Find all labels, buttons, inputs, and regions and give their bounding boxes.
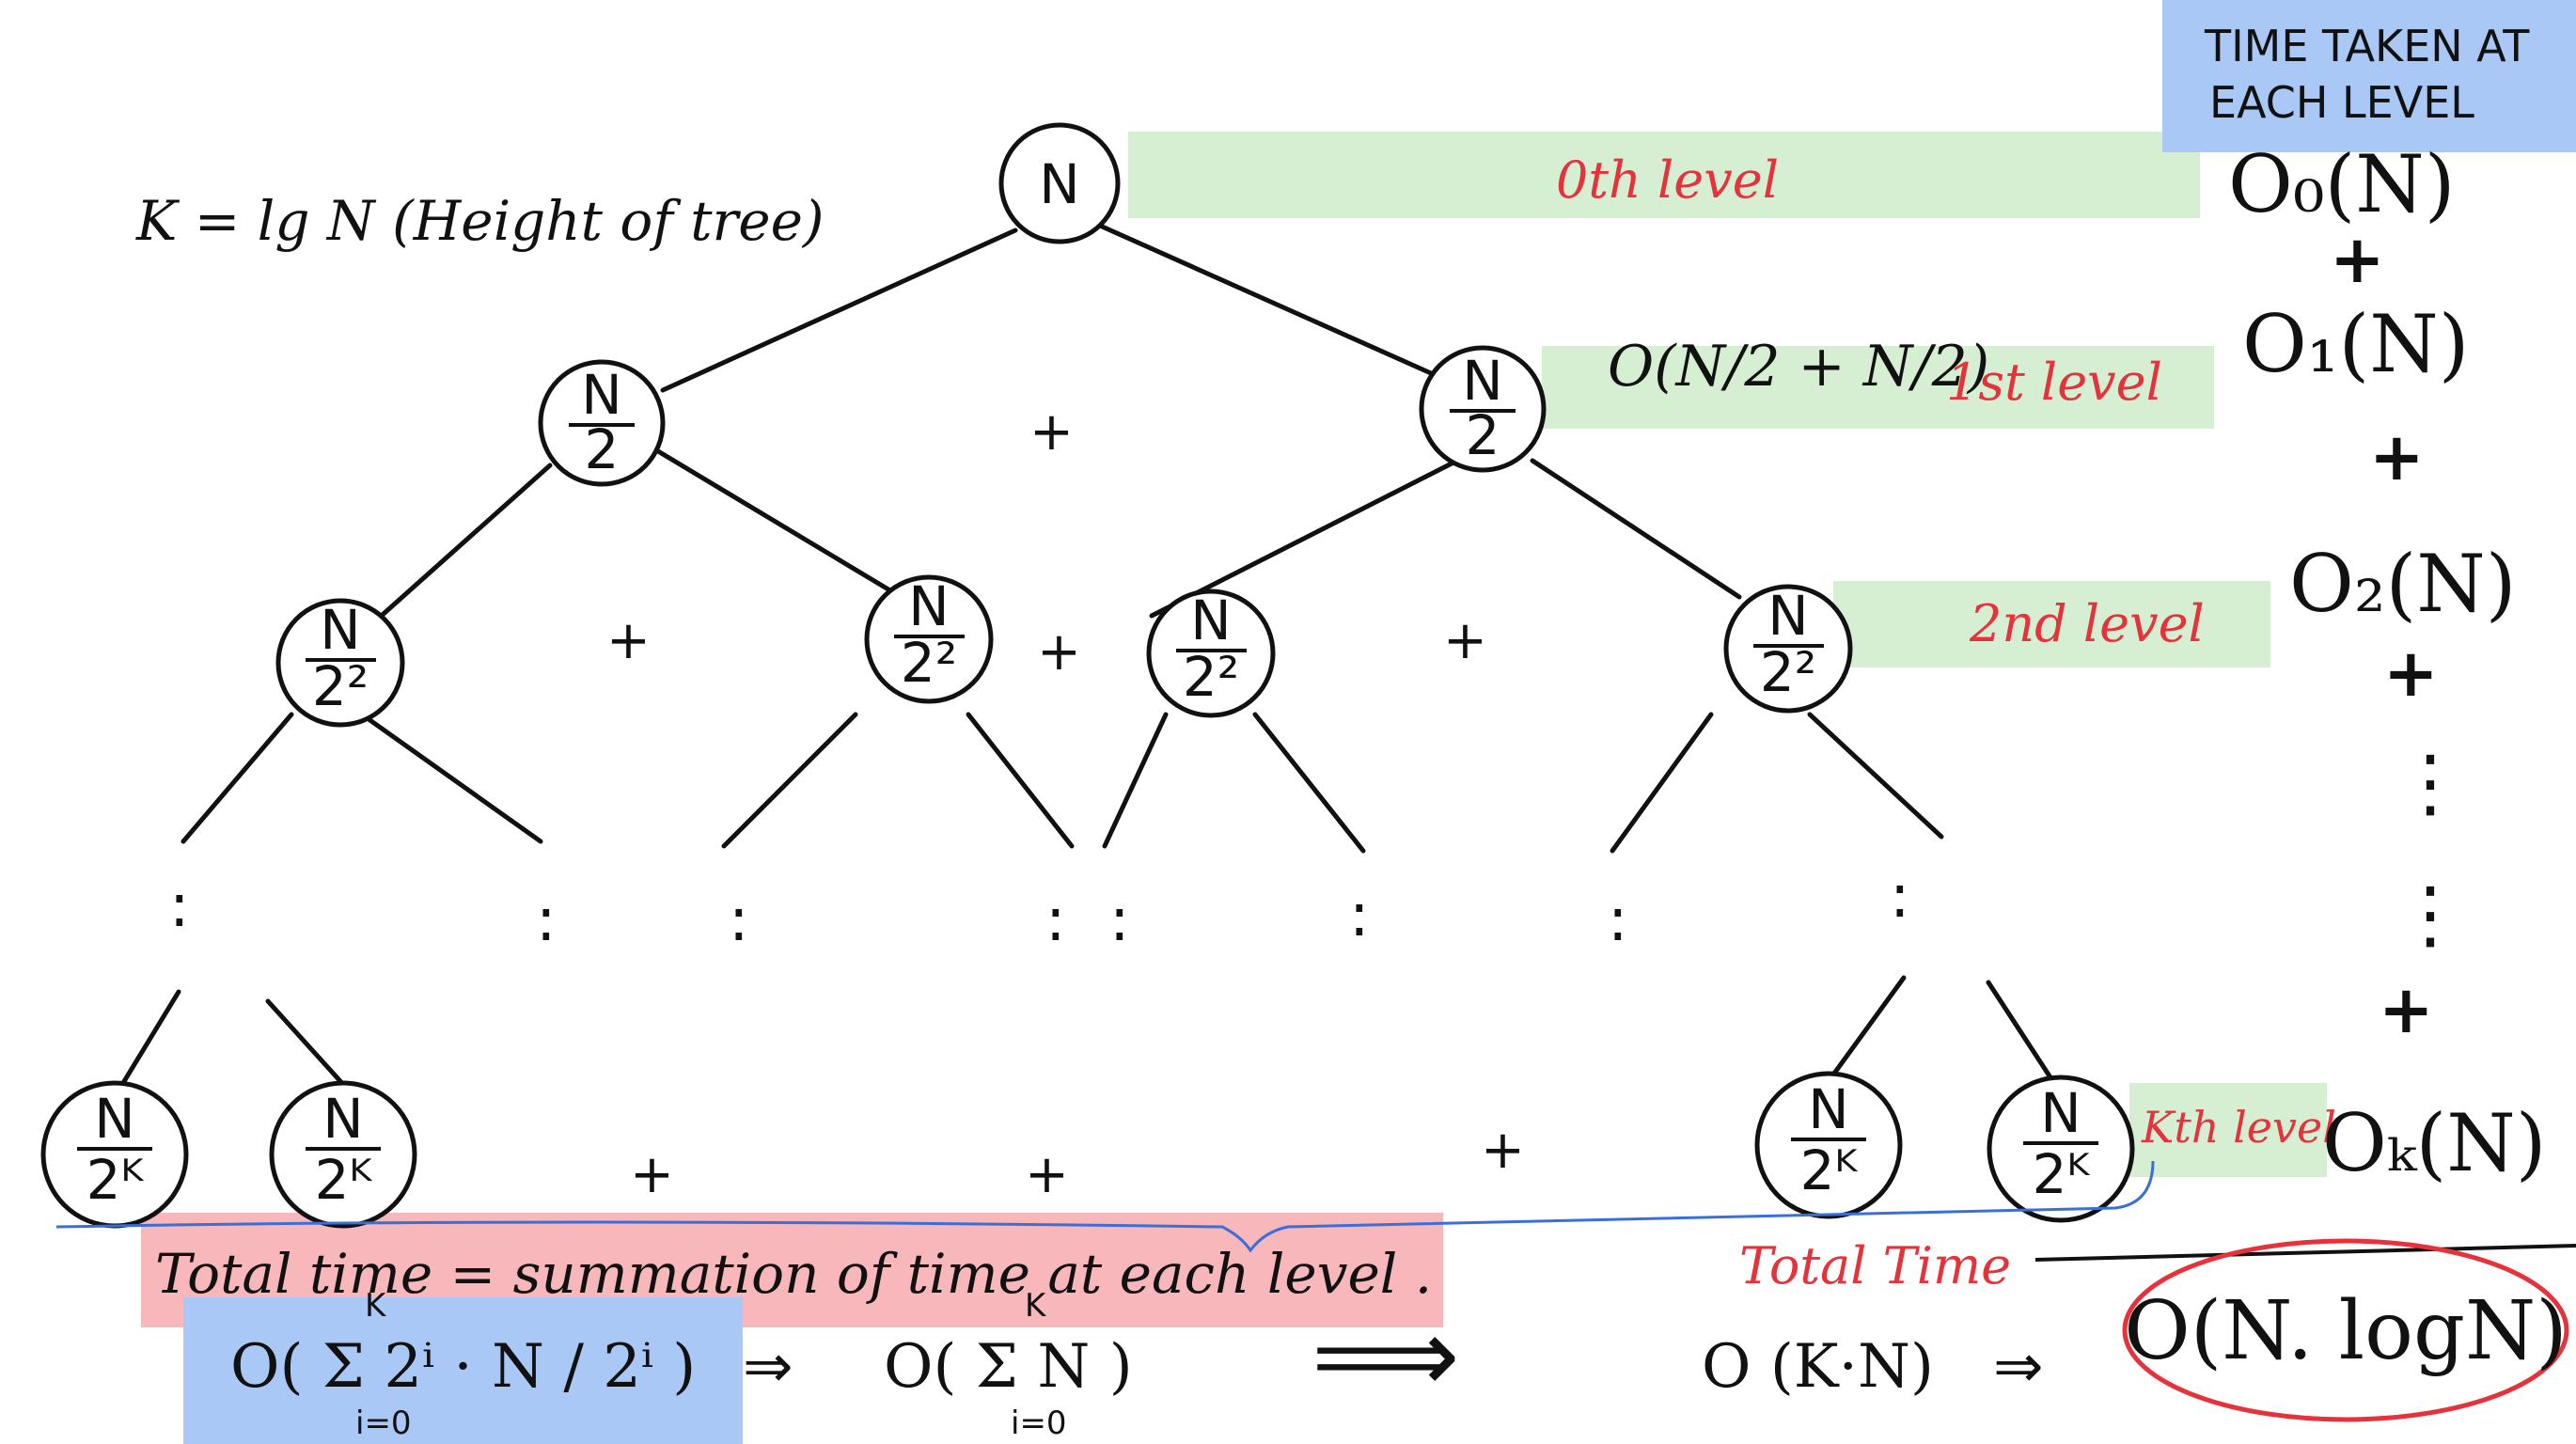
node-levelk-1-num: N <box>94 1087 134 1151</box>
node-level1-left-num: N <box>581 363 621 427</box>
implies-arrow-1: ⇒ <box>743 1332 793 1402</box>
highlight-level2 <box>1833 581 2270 667</box>
level1-label: 1st level <box>1946 353 2162 412</box>
node-level2-2-num: N <box>908 574 949 638</box>
node-level1-right-den: 2 <box>1466 403 1500 467</box>
time-taken-label-line1: TIME TAKEN AT <box>2204 21 2530 71</box>
highlight-time-label <box>2162 0 2576 152</box>
final-result: O(N. logN) <box>2124 1284 2568 1378</box>
level0-label: 0th level <box>1556 150 1779 210</box>
plus-l1: + <box>1029 401 1074 463</box>
node-levelk-4-num: N <box>2040 1081 2081 1145</box>
node-root: N <box>998 122 1121 244</box>
height-of-tree-note: K = lg N (Height of tree) <box>135 189 825 253</box>
big-implies-arrow: ⟹ <box>1312 1295 1460 1416</box>
node-level1-right-num: N <box>1462 349 1502 413</box>
result-rule <box>2034 1244 2576 1262</box>
node-level2-1-den: 2² <box>312 654 369 718</box>
node-levelk-4-den: 2ᴷ <box>2033 1142 2091 1206</box>
cost-plus-3: + <box>2383 635 2439 712</box>
cost-vdots-1: ⋮ <box>2393 739 2468 826</box>
dots-8: : <box>1890 862 1910 932</box>
cost-plus-1: + <box>2330 221 2385 298</box>
node-level2-2: N 2² <box>864 574 994 704</box>
dots-7: : <box>1608 886 1628 955</box>
node-levelk-2: N 2ᴷ <box>269 1080 417 1229</box>
node-level2-4-den: 2² <box>1760 640 1816 704</box>
node-level2-3: N 2² <box>1146 589 1276 718</box>
highlight-level1 <box>1542 346 2214 429</box>
dots-5: : <box>1109 886 1130 955</box>
node-levelk-3: N 2ᴷ <box>1754 1071 1903 1219</box>
cost-vdots-2: ⋮ <box>2393 871 2468 958</box>
plus-lk-a: + <box>630 1144 674 1205</box>
cost-level0: O₀(N) <box>2228 138 2456 230</box>
plus-lk-c: + <box>1481 1120 1525 1181</box>
sum-expression-1: O( Σ 2ⁱ · N / 2ⁱ ) <box>230 1332 696 1402</box>
node-level1-left: N 2 <box>538 359 666 487</box>
tree-edges <box>110 223 2062 1103</box>
total-time-red-label: Total Time <box>1739 1236 2011 1295</box>
node-level2-2-den: 2² <box>901 631 957 695</box>
dots-6: : <box>1349 881 1370 950</box>
node-levelk-1: N 2ᴷ <box>40 1080 189 1229</box>
cost-column: O₀(N) + O₁(N) + O₂(N) + ⋮ ⋮ + Oₖ(N) <box>2228 138 2547 1189</box>
plus-l2-c: + <box>1443 610 1487 671</box>
node-levelk-3-num: N <box>1808 1077 1848 1141</box>
plus-lk-b: + <box>1025 1144 1069 1205</box>
node-level2-1-num: N <box>320 598 360 662</box>
node-levelk-2-num: N <box>322 1087 363 1151</box>
levelk-label: Kth level <box>2141 1102 2336 1153</box>
kn-expression: O (K·N) <box>1702 1332 1934 1402</box>
cost-levelk: Oₖ(N) <box>2322 1097 2547 1189</box>
highlight-sum-expr <box>183 1297 743 1444</box>
sum-expression-2: O( Σ N ) <box>884 1332 1133 1402</box>
node-level2-3-num: N <box>1190 589 1231 652</box>
cost-plus-4: + <box>2379 971 2434 1048</box>
dots-3: : <box>729 886 749 955</box>
sum-expression-1-bottom: i=0 <box>355 1405 412 1442</box>
result-circle <box>2122 1238 2569 1422</box>
sum-expression-2-bottom: i=0 <box>1011 1405 1067 1442</box>
cost-level2: O₂(N) <box>2289 538 2517 630</box>
node-level2-4-num: N <box>1767 584 1808 648</box>
highlight-levelk <box>2129 1083 2327 1177</box>
level2-label: 2nd level <box>1969 594 2205 653</box>
implies-arrow-2: ⇒ <box>1993 1332 2044 1402</box>
sum-expression-1-top: K <box>365 1287 387 1325</box>
cost-level1: O₁(N) <box>2242 298 2470 390</box>
node-root-label: N <box>1039 152 1079 216</box>
node-levelk-3-den: 2ᴷ <box>1800 1138 1859 1202</box>
node-levelk-1-den: 2ᴷ <box>86 1148 145 1212</box>
level1-expression: O(N/2 + N/2) <box>1608 334 1989 400</box>
dots-2: : <box>536 886 557 955</box>
sum-expression-2-top: K <box>1025 1287 1047 1325</box>
tree-plus-signs: + + + + + + + <box>606 401 1525 1205</box>
node-level1-right: N 2 <box>1419 345 1547 473</box>
cost-plus-2: + <box>2369 418 2425 495</box>
node-levelk-2-den: 2ᴷ <box>315 1148 373 1212</box>
plus-l2-a: + <box>606 610 651 671</box>
highlight-level0 <box>1128 132 2200 218</box>
total-time-statement: Total time = summation of time at each l… <box>155 1242 1432 1306</box>
dots-1: : <box>169 871 190 941</box>
node-level2-1: N 2² <box>275 598 405 728</box>
plus-l2-b: + <box>1037 621 1081 683</box>
node-level1-left-den: 2 <box>585 417 620 481</box>
node-level2-4: N 2² <box>1723 584 1853 714</box>
level-brace <box>55 1160 2155 1253</box>
tree-level-dots: : : : : : : : : <box>169 862 1910 955</box>
time-taken-label-line2: EACH LEVEL <box>2209 77 2474 128</box>
dots-4: : <box>1045 886 1066 955</box>
node-levelk-4: N 2ᴷ <box>1987 1075 2135 1223</box>
node-level2-3-den: 2² <box>1183 645 1239 709</box>
